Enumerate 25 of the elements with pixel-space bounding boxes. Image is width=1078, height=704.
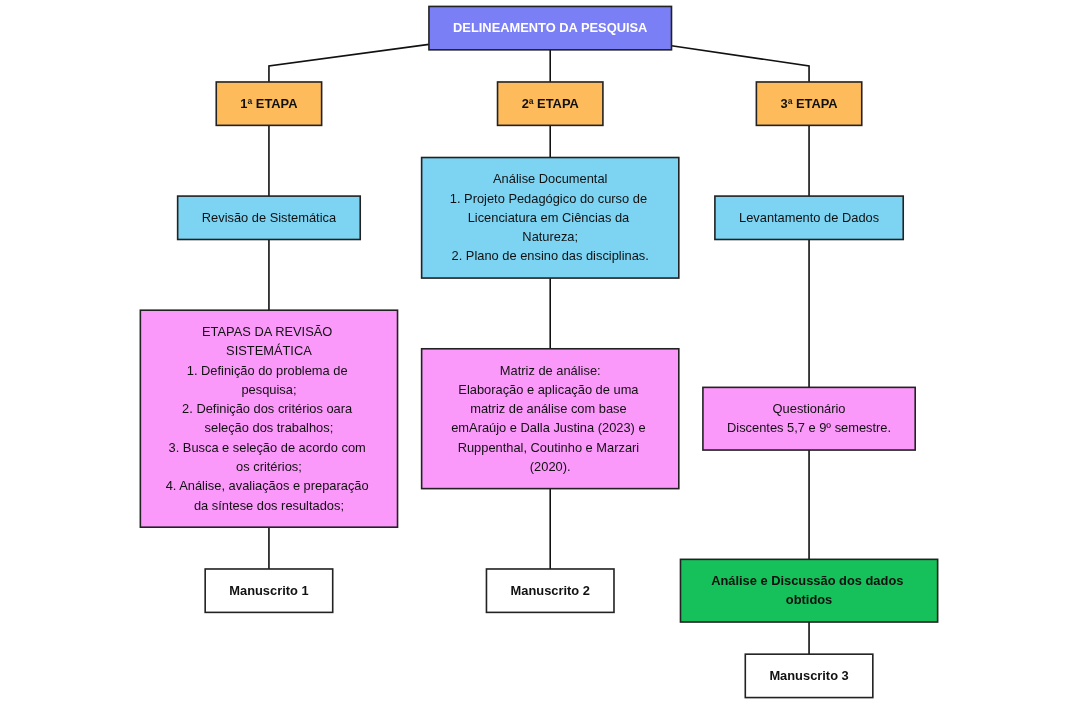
connector bbox=[268, 124, 270, 197]
node-box: Manuscrito 2 bbox=[485, 568, 615, 614]
node-box: Matriz de análise: Elaboração e aplicação de uma matriz de análise com base emAraújo e Dalla Justina (2023) e Ruppenthal, Coutinho e Marzari (2020). bbox=[420, 348, 680, 490]
node-box: DELINEAMENTO DA PESQUISA bbox=[428, 5, 673, 51]
connector bbox=[549, 49, 552, 83]
connector bbox=[808, 621, 810, 655]
connector bbox=[268, 526, 270, 570]
node-box: 3ª ETAPA bbox=[755, 81, 863, 127]
connector bbox=[808, 124, 810, 197]
node-box: 1ª ETAPA bbox=[215, 81, 323, 127]
connector bbox=[808, 238, 810, 389]
node-box: 2ª ETAPA bbox=[496, 81, 604, 127]
connector bbox=[268, 238, 270, 311]
node-box: Questionário Discentes 5,7 e 9º semestre. bbox=[702, 386, 916, 451]
node-box: Manuscrito 3 bbox=[744, 653, 874, 699]
node-box: Levantamento de Dados bbox=[714, 195, 905, 241]
node-box: Análise e Discussão dos dados obtidos bbox=[679, 558, 939, 623]
node-box: ETAPAS DA REVISÃO SISTEMÁTICA 1. Definição do problema de pesquisa; 2. Definição dos critérios oara seleção dos trabalhos; 3. Busca e seleção de acordo com os critérios; 4. Análise, avaliaçãos e preparação da síntese dos resultados; bbox=[139, 309, 399, 528]
node-box: Manuscrito 1 bbox=[204, 568, 334, 614]
connector bbox=[549, 487, 552, 570]
node-box: Análise Documental 1. Projeto Pedagógico do curso de Licenciatura em Ciências da Natureza; 2. Plano de ensino das disciplinas. bbox=[420, 156, 680, 279]
connector bbox=[549, 277, 552, 350]
connector bbox=[808, 449, 810, 561]
connector bbox=[549, 124, 552, 159]
node-box: Revisão de Sistemática bbox=[176, 195, 362, 241]
